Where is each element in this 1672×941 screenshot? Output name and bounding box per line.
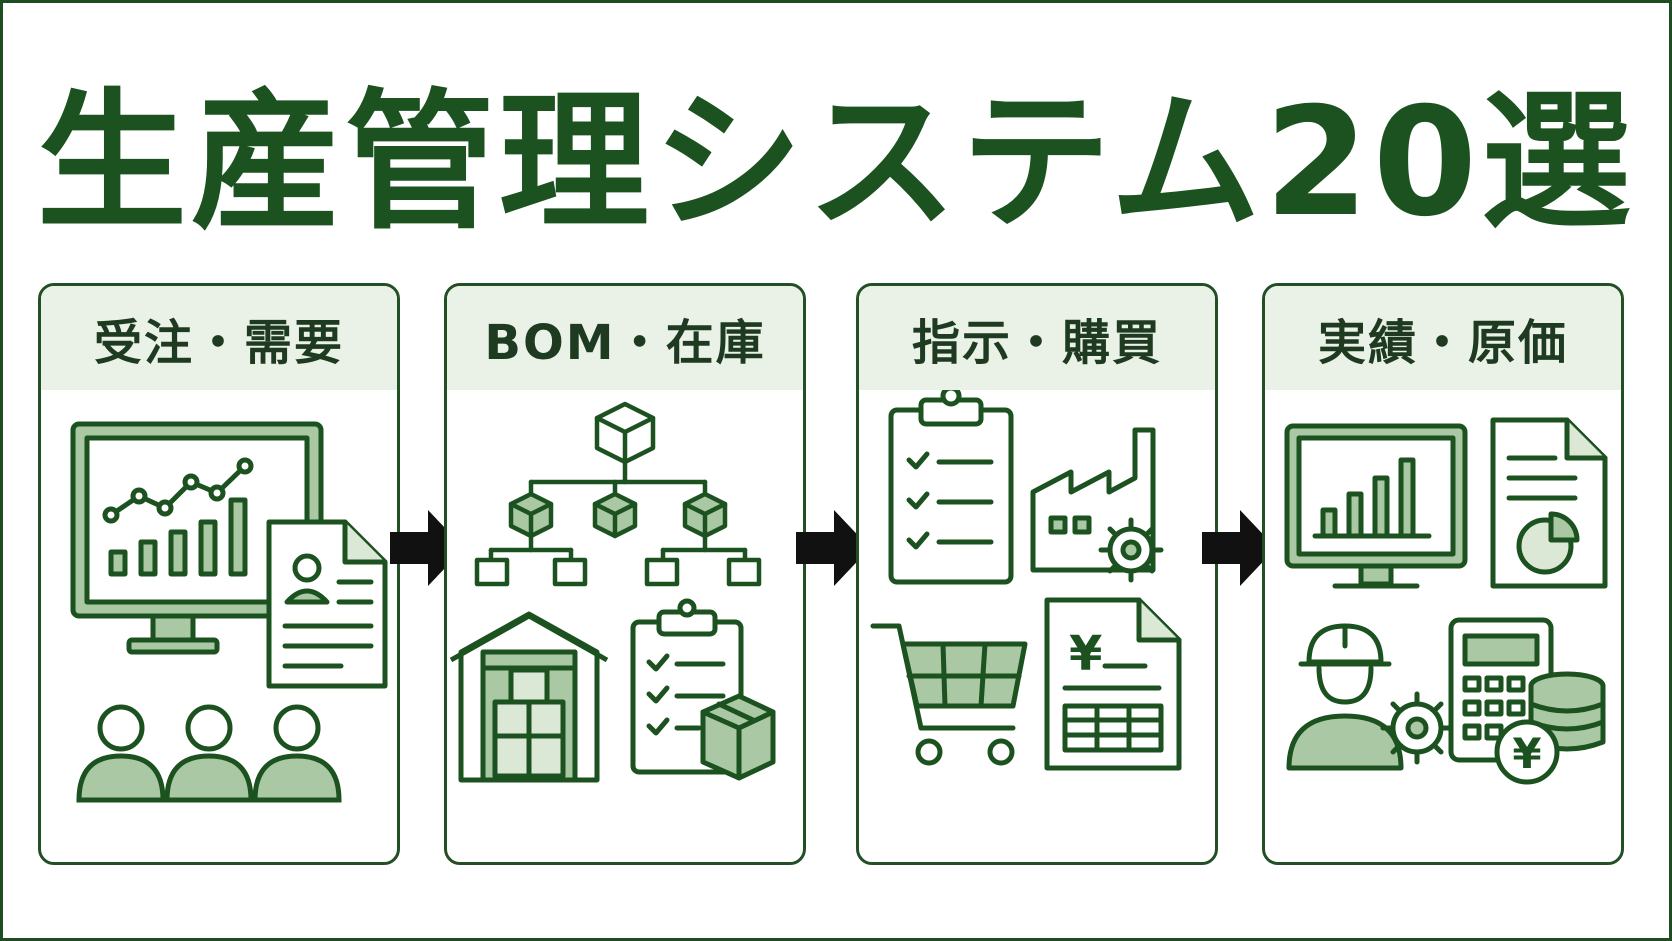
- yen-symbol: ¥: [1512, 729, 1541, 778]
- panel-illustration: ¥: [870, 390, 1182, 771]
- checklist-box-icon: [630, 598, 776, 781]
- panel-illustration: [449, 401, 776, 783]
- page-title: 生産管理システム20選: [36, 76, 1636, 250]
- panel-header: 受注・需要: [41, 286, 397, 390]
- pie-report-icon: [1490, 417, 1608, 589]
- people-icon: [76, 704, 342, 803]
- panel-label: 実績・原価: [1317, 315, 1568, 371]
- bom-tree-icon: [474, 401, 762, 587]
- monitor-line-chart-icon: [70, 421, 324, 655]
- panel-header: 実績・原価: [1265, 286, 1621, 390]
- panel-illustration: [70, 421, 388, 803]
- worker-gear-icon: [1286, 623, 1454, 771]
- customer-document-icon: [266, 519, 388, 689]
- yen-invoice-icon: [1044, 597, 1182, 771]
- clipboard-checklist-icon: [888, 390, 1014, 585]
- panel-label: BOM・在庫: [484, 315, 766, 371]
- shopping-cart-icon: [870, 623, 1028, 766]
- panel-orders-demand: 受注・需要: [38, 283, 400, 865]
- factory-gear-icon: [1030, 427, 1164, 583]
- panel-results-cost: 実績・原価: [1262, 283, 1624, 865]
- flow-arrow-icon: [1202, 510, 1276, 586]
- panel-label: 指示・購買: [911, 315, 1162, 371]
- panel-instruction-purchasing: 指示・購買: [856, 283, 1218, 865]
- calculator-coins-icon: [1448, 617, 1606, 785]
- panel-header: BOM・在庫: [447, 286, 803, 390]
- warehouse-icon: [449, 611, 609, 783]
- flow-arrow-icon: [796, 510, 870, 586]
- panel-label: 受注・需要: [93, 315, 344, 371]
- yen-symbol: ¥: [1069, 626, 1102, 682]
- panel-header: 指示・購買: [859, 286, 1215, 390]
- panel-bom-inventory: BOM・在庫: [444, 283, 806, 865]
- panel-illustration: ¥: [1284, 417, 1608, 785]
- monitor-bar-chart-icon: [1284, 423, 1468, 589]
